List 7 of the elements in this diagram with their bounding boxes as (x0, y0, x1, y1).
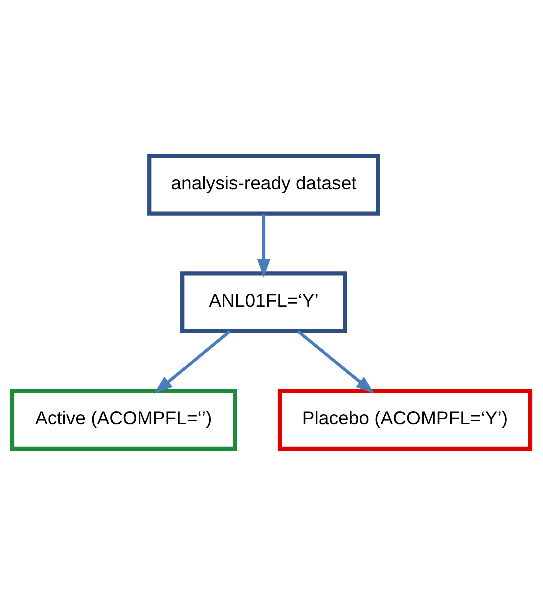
arrow (154, 330, 232, 394)
node-box: Placebo (ACOMPFL=‘Y’) (278, 388, 533, 450)
arrow (258, 213, 271, 278)
arrow (297, 330, 375, 394)
node-box: analysis-ready dataset (148, 154, 381, 216)
node-box: Active (ACOMPFL=‘’) (10, 388, 238, 450)
node-box: ANL01FL=‘Y’ (180, 271, 348, 333)
